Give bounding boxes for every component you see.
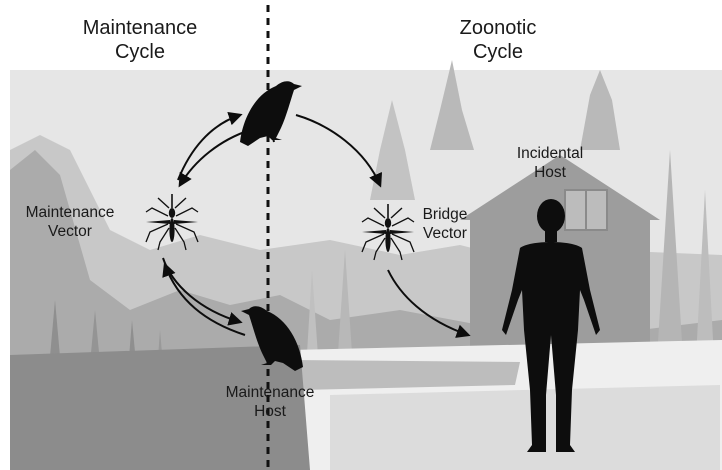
bridge-vector-label: Bridge Vector [408,206,482,243]
scenery-background [10,60,722,470]
zoonotic-cycle-heading: Zoonotic Cycle [418,16,578,64]
maintenance-host-label: Maintenance Host [210,384,330,421]
incidental-host-label: Incidental Host [495,145,605,182]
maintenance-vector-label: Maintenance Vector [10,204,130,241]
maintenance-cycle-heading: Maintenance Cycle [60,16,220,64]
